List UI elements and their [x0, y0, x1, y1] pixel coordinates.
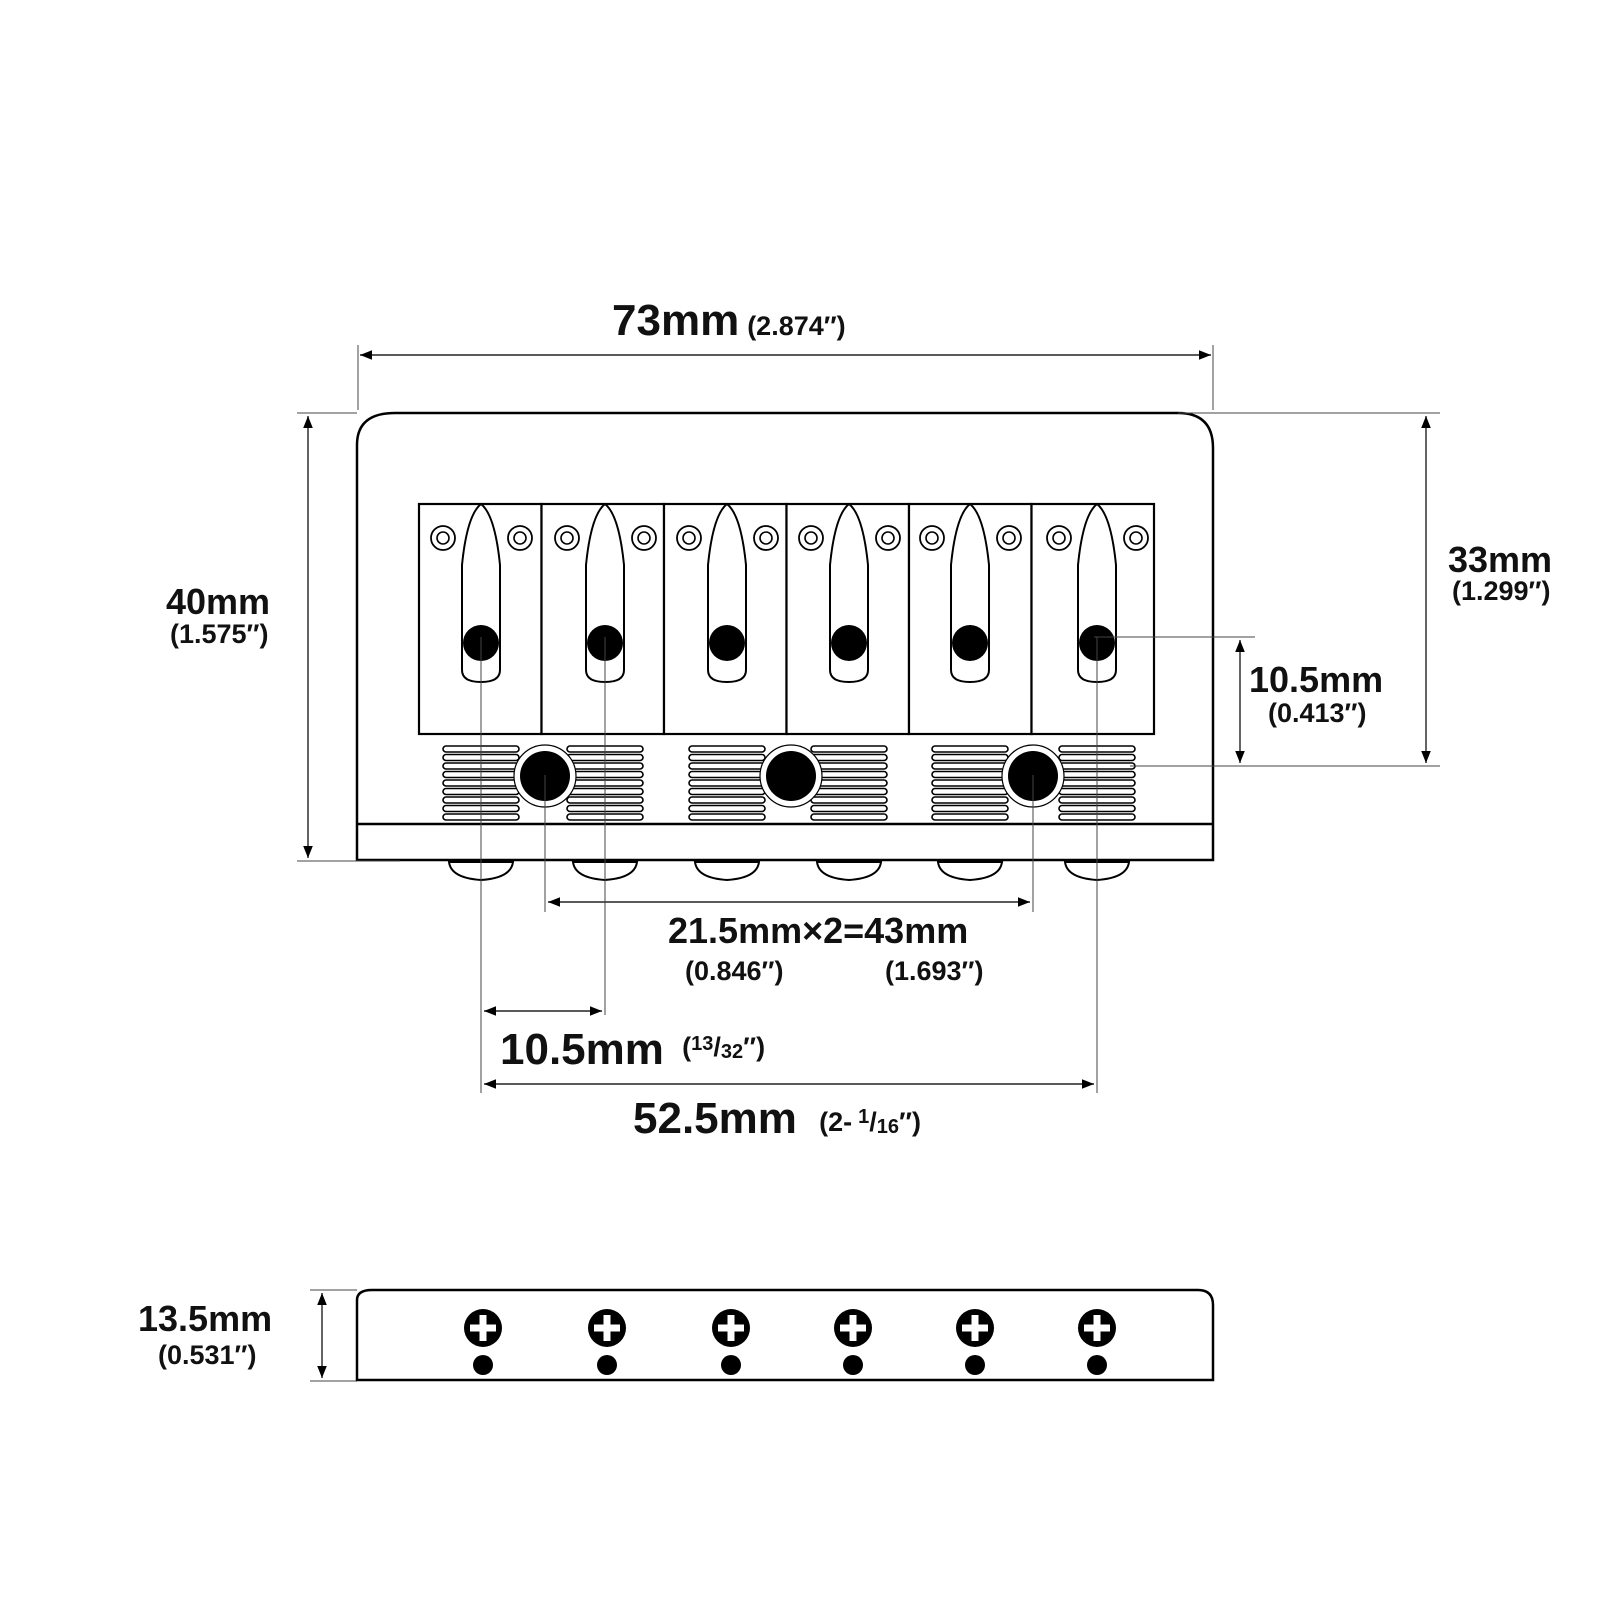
height-screw-core [925, 531, 939, 545]
string-hole [952, 625, 988, 661]
mount-hole-2 [766, 751, 816, 801]
cross-slot-v [603, 1315, 611, 1341]
side-height-inch: (0.531″) [158, 1340, 256, 1370]
spring-coil [688, 753, 766, 762]
dimension-lines [297, 345, 1440, 1382]
string-spacing-label: 10.5mm (13/32″) [500, 1025, 765, 1074]
spring-coil [931, 770, 1009, 779]
string-hole [831, 625, 867, 661]
cross-slot-v [971, 1315, 979, 1341]
cross-slot-v [727, 1315, 735, 1341]
side-view-body [355, 1288, 1215, 1382]
overall-width-label: 73mm(2.874″) [612, 296, 846, 345]
saddle-5 [907, 502, 1033, 736]
spring-coil [931, 787, 1009, 796]
mount-spacing-inch-a: (0.846″) [685, 956, 783, 986]
spring-2 [566, 745, 644, 821]
spring-coil [810, 796, 888, 804]
height-screw-core [804, 531, 818, 545]
height-screw-core [637, 531, 651, 545]
cross-slot-v [849, 1315, 857, 1341]
screw-head-5 [936, 861, 1004, 882]
height-screw-core [436, 531, 450, 545]
hole-offset-inch: (0.413″) [1268, 698, 1366, 728]
spring-4 [810, 745, 888, 821]
string-hole-dot [843, 1355, 863, 1375]
screw-head-4 [815, 861, 883, 882]
spring-coil [931, 779, 1009, 787]
overall-height-label: 40mm [166, 581, 270, 622]
spring-coil [931, 796, 1009, 804]
side-screw-5 [956, 1309, 994, 1375]
height-screw-core [1052, 531, 1066, 545]
screw-head-3 [693, 861, 761, 882]
string-hole-dot [965, 1355, 985, 1375]
spring-coil [810, 762, 888, 770]
spring-coil [810, 787, 888, 796]
spring-coil [688, 762, 766, 770]
height-screw-core [513, 531, 527, 545]
spring-coil [931, 813, 1009, 821]
spring-coil [688, 813, 766, 821]
saddle-height-inch: (1.299″) [1452, 576, 1550, 606]
spring-coil [810, 753, 888, 762]
saddle-1 [417, 502, 543, 736]
dimension-labels: 73mm(2.874″) 40mm (1.575″) 33mm (1.299″)… [138, 296, 1552, 1370]
side-height-label: 13.5mm [138, 1298, 272, 1339]
saddle-2 [540, 502, 666, 736]
intonation-screw-heads [447, 861, 1131, 882]
bridge-top-view [355, 411, 1215, 882]
spring-coil [688, 796, 766, 804]
cross-slot-v [1093, 1315, 1101, 1341]
saddle-3 [662, 502, 788, 736]
spring-coil [810, 779, 888, 787]
spring-coil [810, 804, 888, 813]
bridge-side-view [355, 1288, 1215, 1382]
height-screw-core [560, 531, 574, 545]
spring-coil [810, 745, 888, 753]
side-view-screws [464, 1309, 1116, 1375]
hole-offset-label: 10.5mm [1249, 659, 1383, 700]
string-hole [709, 625, 745, 661]
cross-slot-v [479, 1315, 487, 1341]
string-hole-dot [1087, 1355, 1107, 1375]
height-screw-core [682, 531, 696, 545]
spring-coil [688, 770, 766, 779]
spring-coil [810, 813, 888, 821]
spring-coil [931, 804, 1009, 813]
height-screw-core [1129, 531, 1143, 545]
string-hole-dot [721, 1355, 741, 1375]
saddle-4 [785, 502, 911, 736]
string-hole-dot [597, 1355, 617, 1375]
string-hole-dot [473, 1355, 493, 1375]
spring-coil [688, 787, 766, 796]
saddle-6 [1030, 502, 1156, 736]
spring-5 [931, 745, 1009, 821]
mount-spacing-label: 21.5mm×2=43mm [668, 910, 968, 951]
height-screw-core [1002, 531, 1016, 545]
mount-spacing-inch-b: (1.693″) [885, 956, 983, 986]
spring-coil [688, 779, 766, 787]
side-screw-6 [1078, 1309, 1116, 1375]
side-screw-2 [588, 1309, 626, 1375]
spring-3 [688, 745, 766, 821]
height-screw-core [881, 531, 895, 545]
side-screw-1 [464, 1309, 502, 1375]
spring-coil [688, 804, 766, 813]
spring-coil [931, 753, 1009, 762]
side-screw-4 [834, 1309, 872, 1375]
overall-height-inch: (1.575″) [170, 619, 268, 649]
saddle-row [417, 502, 1156, 736]
outer-spacing-label: 52.5mm (2-1/16″) [633, 1094, 921, 1143]
spring-coil [688, 745, 766, 753]
height-screw-core [759, 531, 773, 545]
side-screw-3 [712, 1309, 750, 1375]
saddle-height-label: 33mm [1448, 539, 1552, 580]
spring-coil [931, 762, 1009, 770]
spring-coil [931, 745, 1009, 753]
